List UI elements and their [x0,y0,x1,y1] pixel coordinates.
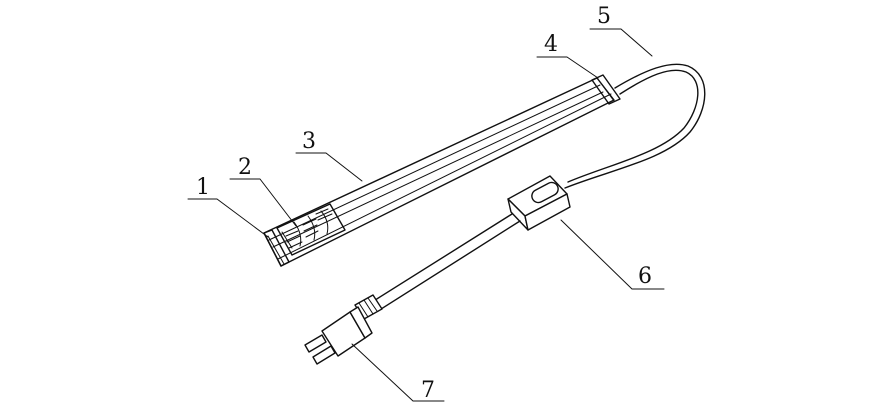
callout-number-4: 4 [544,32,558,57]
callout-6: 6 [560,219,665,290]
callout-number-1: 1 [196,175,210,200]
power-cord-lower [371,213,521,312]
callout-2: 2 [229,155,297,227]
callout-3: 3 [295,129,363,182]
callout-7: 7 [351,343,445,403]
callout-number-7: 7 [421,378,435,403]
callout-number-2: 2 [238,155,252,180]
plug [304,294,383,365]
callout-number-5: 5 [597,4,611,29]
cord-end-cap [591,74,621,105]
speaker-module [276,203,346,256]
callout-1: 1 [187,175,269,238]
power-cord-upper [564,63,706,189]
callout-number-6: 6 [638,264,652,289]
light-bar-body [263,77,615,267]
end-cap [263,229,290,267]
callout-number-3: 3 [302,129,316,154]
callout-5: 5 [589,4,653,57]
callout-4: 4 [536,32,599,79]
inline-switch [507,175,571,231]
